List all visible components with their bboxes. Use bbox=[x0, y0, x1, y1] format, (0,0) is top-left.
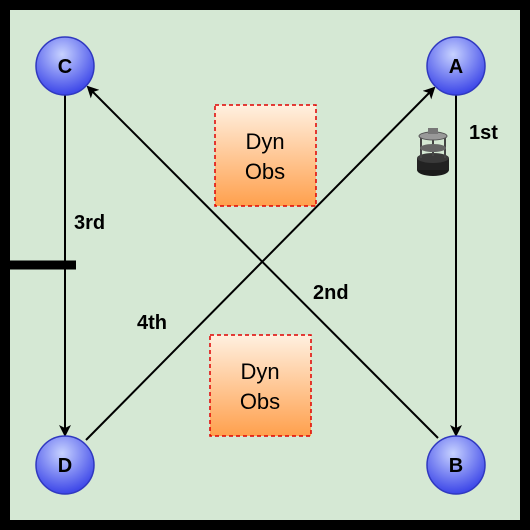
waypoint-c-label: C bbox=[58, 56, 72, 78]
path-layer bbox=[59, 85, 462, 441]
dynamic-obstacle: Dyn Obs bbox=[209, 334, 312, 437]
waypoint-a: A bbox=[426, 36, 486, 96]
obstacle-label-line2: Obs bbox=[245, 159, 285, 184]
path-label-1st: 1st bbox=[469, 122, 498, 144]
path-d-to-a bbox=[85, 86, 436, 441]
waypoint-b-label: B bbox=[449, 455, 463, 477]
mobile-robot-icon bbox=[417, 128, 449, 176]
dynamic-obstacle: Dyn Obs bbox=[214, 104, 317, 207]
path-label-2nd: 2nd bbox=[313, 282, 349, 304]
waypoint-d-label: D bbox=[58, 455, 72, 477]
path-label-4th: 4th bbox=[137, 312, 167, 334]
path-b-to-c bbox=[86, 85, 439, 439]
path-label-3rd: 3rd bbox=[74, 212, 105, 234]
obstacle-label-line2: Obs bbox=[240, 389, 280, 414]
obstacle-label-line1: Dyn bbox=[245, 129, 284, 154]
waypoint-a-label: A bbox=[449, 56, 463, 78]
waypoint-d: D bbox=[35, 435, 95, 495]
obstacle-label-line1: Dyn bbox=[240, 359, 279, 384]
waypoint-c: C bbox=[35, 36, 95, 96]
waypoint-b: B bbox=[426, 435, 486, 495]
